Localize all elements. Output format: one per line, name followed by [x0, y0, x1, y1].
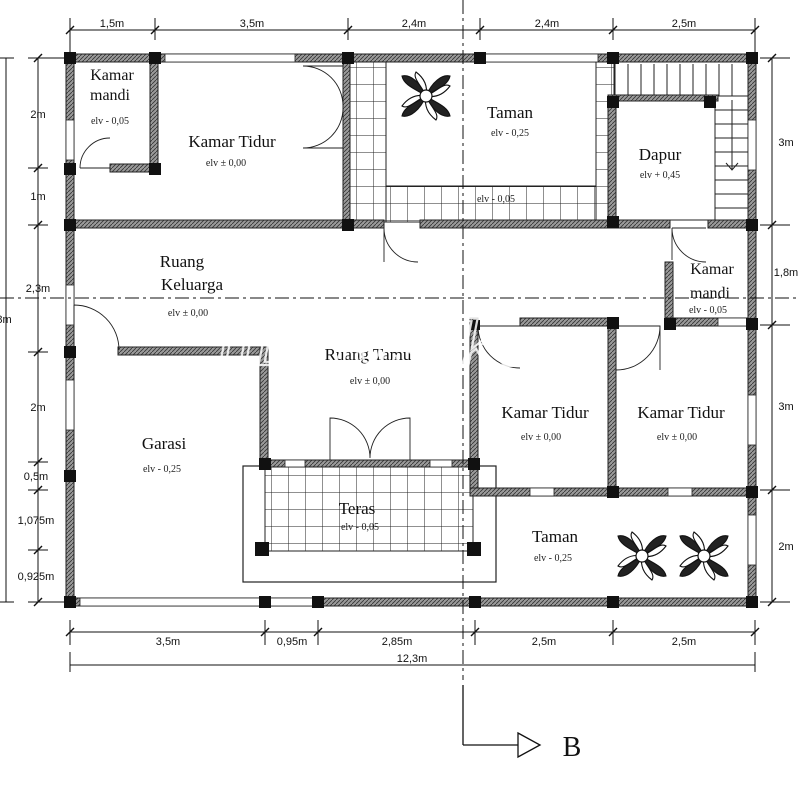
room-labels: Kamar mandi elv - 0,05 Kamar Tidur elv ±… — [90, 67, 734, 564]
room-taman-bottom-name: Taman — [532, 527, 579, 546]
room-kamar-mandi-2-elv: elv - 0,05 — [689, 305, 727, 316]
room-taman-top-elv: elv - 0,25 — [491, 128, 529, 139]
dim-top-5: 2,5m — [672, 18, 696, 30]
dim-left-overall: 8m — [0, 314, 12, 326]
door-kamar-tidur-2 — [477, 325, 521, 369]
dim-top-4: 2,4m — [535, 18, 559, 30]
decorative-plant-icon — [401, 71, 451, 121]
room-ruang-tamu-elv: elv ± 0,00 — [350, 376, 390, 387]
dimension-labels: 1,5m 3,5m 2,4m 2,4m 2,5m 3,5m 0,95m 2,85… — [0, 18, 798, 665]
dim-bottom-3: 2,85m — [382, 636, 413, 648]
room-garasi-name: Garasi — [142, 434, 187, 453]
section-arrow-icon — [462, 685, 542, 759]
dim-right-4: 2m — [778, 541, 793, 553]
decorative-plant-icon — [679, 531, 729, 581]
dim-left-7: 0,925m — [18, 571, 55, 583]
door-kamar-mandi-2 — [671, 227, 707, 263]
room-kamar-mandi-1-name-1: Kamar — [90, 67, 134, 84]
dim-top-1: 1,5m — [100, 18, 124, 30]
room-ruang-keluarga-name-2: Keluarga — [161, 275, 223, 294]
room-dapur-elv: elv + 0,45 — [640, 170, 680, 181]
door-kamar-tidur-3 — [615, 325, 661, 371]
door-ruang-tamu — [329, 417, 411, 460]
room-taman-top-name: Taman — [487, 103, 534, 122]
room-kamar-tidur-3-name: Kamar Tidur — [637, 403, 725, 422]
room-taman-bottom-elv: elv - 0,25 — [534, 553, 572, 564]
dim-left-1: 2m — [30, 109, 45, 121]
dim-bottom-4: 2,5m — [532, 636, 556, 648]
door-kamar-tidur-1 — [302, 65, 344, 149]
section-label: B — [563, 732, 582, 763]
columns — [64, 52, 758, 608]
room-teras-name: Teras — [339, 499, 376, 518]
corridor-elv: elv - 0,05 — [477, 194, 515, 205]
dim-top-3: 2,4m — [402, 18, 426, 30]
dim-bottom-5: 2,5m — [672, 636, 696, 648]
room-ruang-keluarga-name-1: Ruang — [160, 252, 205, 271]
door-ruang-keluarga — [73, 304, 120, 351]
room-kamar-tidur-1-elv: elv ± 0,00 — [206, 158, 246, 169]
staircase-icon — [611, 61, 750, 221]
room-kamar-tidur-3-elv: elv ± 0,00 — [657, 432, 697, 443]
room-kamar-mandi-1-elv: elv - 0,05 — [91, 116, 129, 127]
room-kamar-tidur-2-name: Kamar Tidur — [501, 403, 589, 422]
room-ruang-keluarga-elv: elv ± 0,00 — [168, 308, 208, 319]
windows — [65, 53, 757, 607]
dim-left-5: 0,5m — [24, 471, 48, 483]
door-kamar-mandi-1 — [79, 137, 111, 169]
room-kamar-tidur-1-name: Kamar Tidur — [188, 132, 276, 151]
dimension-ticks — [33, 25, 777, 637]
room-teras-elv: elv - 0,05 — [341, 522, 379, 533]
room-dapur-name: Dapur — [639, 145, 682, 164]
room-kamar-mandi-2-name-1: Kamar — [690, 261, 734, 278]
dim-bottom-1: 3,5m — [156, 636, 180, 648]
doors — [73, 65, 707, 460]
room-kamar-mandi-2-name-2: mandi — [690, 285, 731, 302]
decorative-plant-icon — [617, 531, 667, 581]
door-corridor — [383, 227, 419, 263]
dim-bottom-2: 0,95m — [277, 636, 308, 648]
room-kamar-mandi-1-name-2: mandi — [90, 87, 131, 104]
dim-left-3: 2,3m — [26, 283, 50, 295]
dim-right-1: 3m — [778, 137, 793, 149]
watermark: nindasekar — [215, 307, 567, 380]
dim-top-2: 3,5m — [240, 18, 264, 30]
section-lines — [0, 0, 800, 680]
dim-total: 12,3m — [397, 653, 428, 665]
tile-floors — [242, 61, 615, 583]
room-garasi-elv: elv - 0,25 — [143, 464, 181, 475]
dim-right-2: 1,8m — [774, 267, 798, 279]
dim-left-2: 1m — [30, 191, 45, 203]
dim-left-6: 1,075m — [18, 515, 55, 527]
room-ruang-tamu-name: Ruang Tamu — [325, 345, 412, 364]
dim-right-3: 3m — [778, 401, 793, 413]
dim-left-4: 2m — [30, 402, 45, 414]
room-kamar-tidur-2-elv: elv ± 0,00 — [521, 432, 561, 443]
